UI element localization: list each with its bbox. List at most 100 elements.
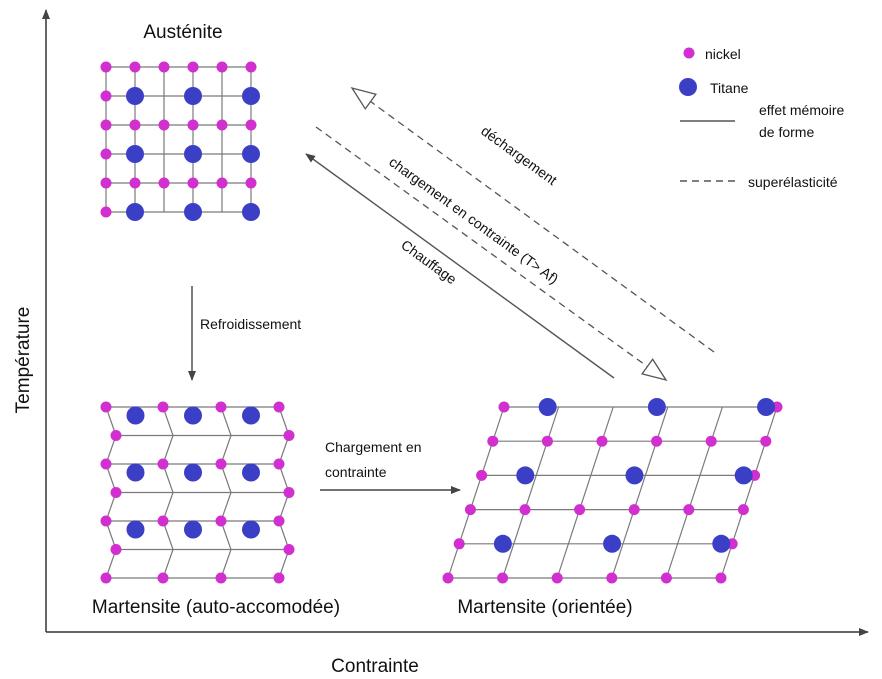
- nickel-atom: [110, 430, 122, 441]
- stress-loading-arrow: [315, 126, 668, 382]
- nickel-atom: [129, 177, 141, 189]
- titanium-atom: [712, 534, 731, 553]
- titanium-atom: [242, 203, 260, 221]
- x-axis-label: Contrainte: [331, 656, 419, 677]
- lattice-bond: [611, 406, 669, 579]
- legend-nickel-label: nickel: [705, 46, 741, 62]
- nickel-atom: [519, 504, 531, 516]
- nickel-atom: [498, 401, 510, 413]
- nickel-atom: [453, 538, 465, 550]
- nickel-atom: [187, 61, 199, 73]
- titanium-atom: [242, 463, 260, 482]
- titanium-atom: [647, 398, 666, 416]
- titanium-atom: [603, 534, 622, 553]
- nickel-atom: [596, 435, 608, 447]
- nickel-atom: [245, 119, 257, 131]
- nickel-atom: [100, 177, 112, 189]
- unloading-arrow: [350, 86, 715, 353]
- nickel-atom: [283, 544, 295, 555]
- austenite-lattice: [100, 61, 260, 221]
- nickel-atom: [705, 435, 717, 447]
- nickel-atom: [760, 435, 772, 447]
- martensite-oriented-lattice: [442, 398, 783, 584]
- nickel-atom: [273, 572, 285, 584]
- titanium-atom: [184, 87, 202, 105]
- titanium-atom: [184, 203, 202, 221]
- nickel-atom: [129, 119, 141, 131]
- titanium-atom: [126, 520, 145, 539]
- nickel-atom: [187, 119, 199, 131]
- nickel-atom: [245, 177, 257, 189]
- nickel-atom: [476, 469, 488, 481]
- martensite-oriented-label: Martensite (orientée): [457, 597, 632, 618]
- nickel-atom: [551, 572, 563, 584]
- unloading-label: déchargement: [478, 122, 560, 188]
- nickel-atom: [157, 458, 169, 470]
- titanium-atom: [493, 534, 512, 553]
- nickel-atom: [283, 487, 295, 498]
- nickel-atom: [100, 515, 112, 527]
- titanium-atom: [242, 520, 260, 539]
- nickel-atom: [216, 177, 228, 189]
- titanium-atom: [184, 520, 202, 539]
- legend-titanium-dot: [679, 78, 697, 96]
- legend-shape-memory-line2: de forme: [759, 124, 814, 140]
- nickel-atom: [497, 572, 509, 584]
- nickel-atom: [157, 401, 169, 413]
- titanium-atom: [126, 87, 144, 105]
- nickel-atom: [100, 401, 112, 413]
- legend-superelasticity-label: superélasticité: [748, 174, 838, 190]
- titanium-atom: [126, 145, 144, 163]
- nickel-atom: [283, 430, 295, 441]
- titanium-atom: [184, 463, 202, 482]
- legend-titanium-label: Titane: [710, 80, 749, 96]
- legend-shape-memory-line1: effet mémoire: [759, 102, 845, 118]
- martensite-auto-label: Martensite (auto-accomodée): [92, 597, 340, 618]
- nickel-atom: [100, 572, 112, 584]
- nickel-atom: [660, 572, 672, 584]
- nickel-atom: [273, 458, 285, 470]
- lattice-bond: [447, 406, 505, 579]
- nickel-atom: [464, 504, 476, 516]
- nickel-atom: [100, 90, 112, 102]
- titanium-atom: [516, 466, 535, 485]
- titanium-atom: [757, 398, 776, 416]
- titanium-atom: [126, 203, 144, 221]
- loading-label-line2: contrainte: [325, 464, 387, 480]
- lattice-bond: [502, 406, 560, 579]
- nickel-atom: [129, 61, 141, 73]
- titanium-atom: [242, 145, 260, 163]
- nickel-atom: [215, 515, 227, 527]
- nickel-atom: [100, 206, 112, 218]
- nickel-atom: [158, 61, 170, 73]
- nickel-atom: [110, 544, 122, 555]
- legend-nickel-dot: [683, 47, 695, 59]
- nickel-atom: [100, 119, 112, 131]
- nickel-atom: [187, 177, 199, 189]
- titanium-atom: [242, 87, 260, 105]
- nickel-atom: [157, 515, 169, 527]
- lattice-bond: [720, 406, 778, 579]
- nickel-atom: [245, 61, 257, 73]
- titanium-atom: [126, 463, 145, 482]
- lattice-bond: [556, 406, 614, 579]
- nickel-atom: [215, 572, 227, 584]
- heating-arrow: [305, 153, 615, 379]
- titanium-atom: [184, 145, 202, 163]
- nickel-atom: [100, 61, 112, 73]
- titanium-atom: [538, 398, 557, 416]
- nickel-atom: [273, 515, 285, 527]
- nickel-atom: [574, 504, 586, 516]
- nickel-atom: [541, 435, 553, 447]
- titanium-atom: [625, 466, 644, 485]
- nickel-atom: [158, 119, 170, 131]
- nickel-atom: [158, 177, 170, 189]
- y-axis-label: Température: [13, 307, 34, 414]
- legend: nickel Titane effet mémoire de forme sup…: [679, 46, 845, 190]
- nickel-atom: [651, 435, 663, 447]
- nickel-atom: [157, 572, 169, 584]
- lattice-bond: [665, 406, 723, 579]
- nickel-atom: [100, 148, 112, 160]
